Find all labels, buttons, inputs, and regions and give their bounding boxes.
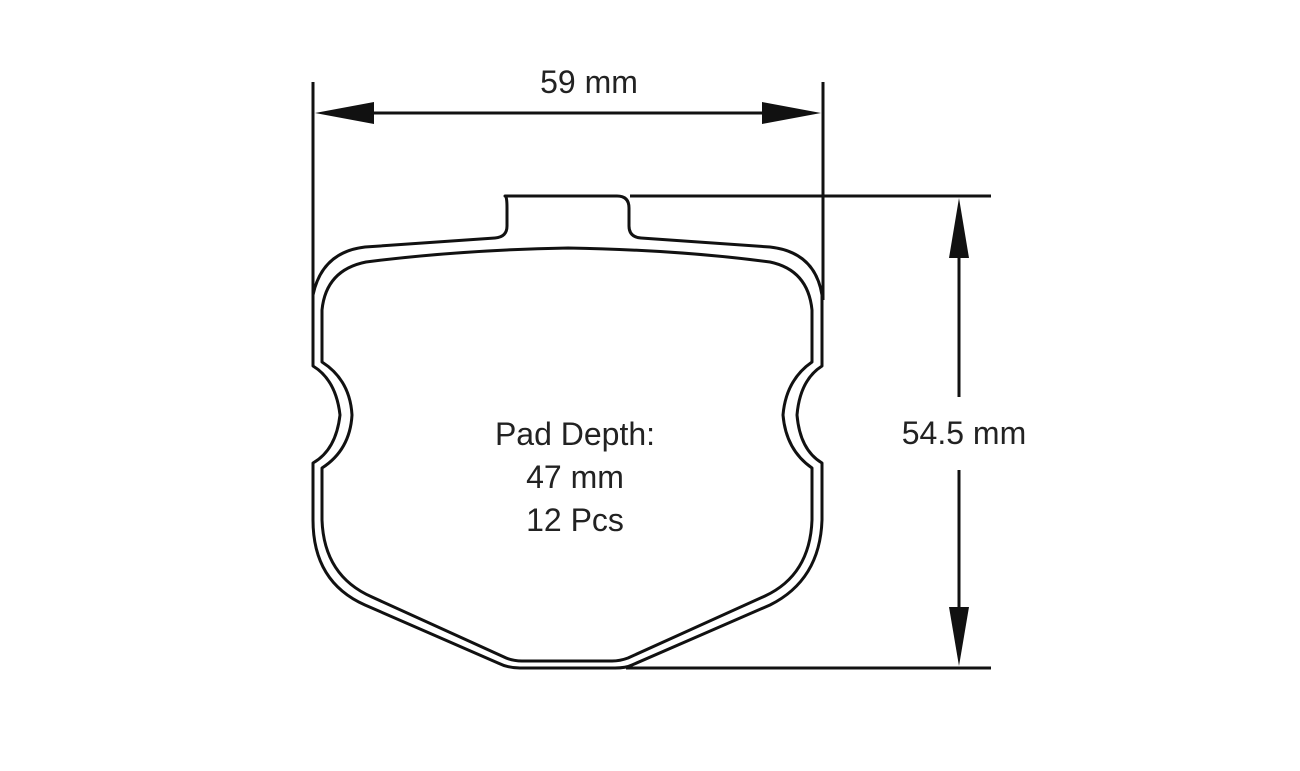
pad-depth-value: 47 mm [526,459,624,495]
arrow-left-icon [315,102,374,124]
arrow-down-icon [949,607,969,666]
width-label: 59 mm [540,64,638,100]
height-dimension: 54.5 mm [626,194,1026,670]
pad-friction-material-outline [320,246,814,663]
pad-depth-caption: Pad Depth: [495,416,655,452]
arrow-right-icon [762,102,821,124]
pad-specs: Pad Depth: 47 mm 12 Pcs [495,416,655,538]
pad-backing-plate-outline [311,194,824,670]
height-label: 54.5 mm [902,415,1026,451]
pad-pieces-count: 12 Pcs [526,502,624,538]
width-dimension: 59 mm [311,64,825,300]
arrow-up-icon [949,198,969,258]
